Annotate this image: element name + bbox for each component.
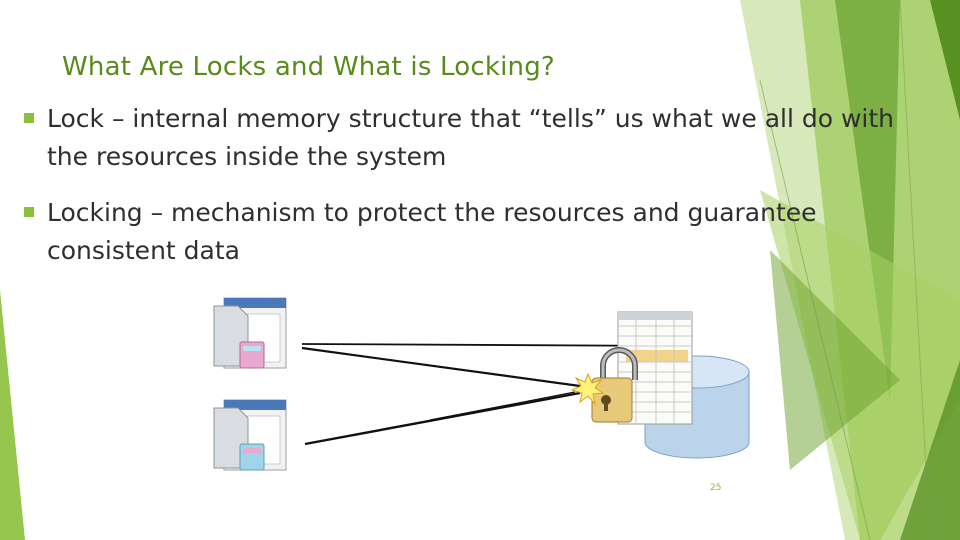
bullet-item: Lock – internal memory structure that “t… (24, 100, 924, 176)
bullet-square-icon (24, 113, 34, 123)
bullet-text: Lock – internal memory structure that “t… (47, 104, 894, 171)
client-application-icon (213, 297, 287, 369)
bullet-square-icon (24, 207, 34, 217)
spark-icon (570, 372, 605, 406)
bullet-text: Locking – mechanism to protect the resou… (47, 198, 817, 265)
bullet-item: Locking – mechanism to protect the resou… (24, 194, 924, 270)
slide-title: What Are Locks and What is Locking? (62, 52, 555, 82)
page-number: 25 (710, 483, 722, 493)
bullet-list: Lock – internal memory structure that “t… (24, 100, 924, 288)
client-application-icon (213, 399, 287, 471)
